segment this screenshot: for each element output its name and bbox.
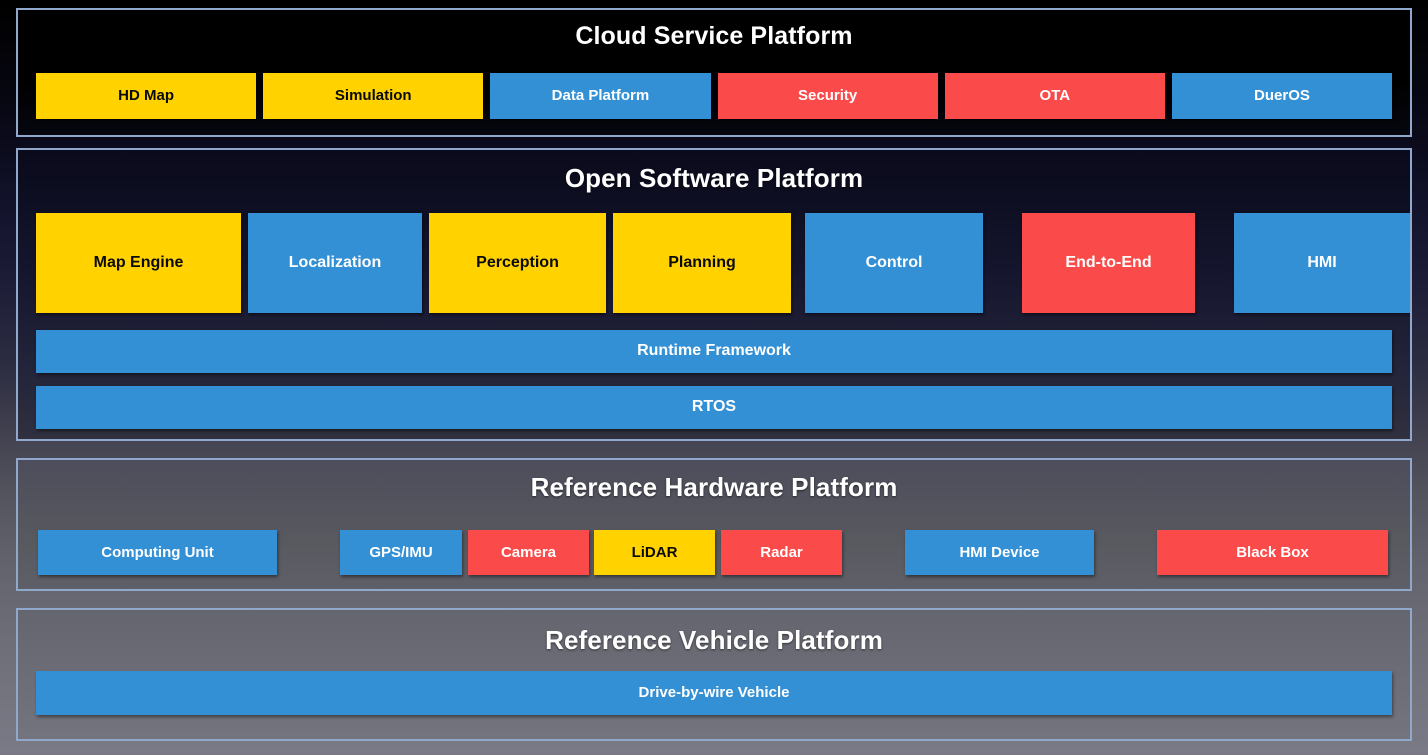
hardware-block-black-box[interactable]: Black Box: [1157, 530, 1388, 575]
cloud-block-security[interactable]: Security: [717, 73, 938, 119]
layer-title-hardware: Reference Hardware Platform: [530, 472, 898, 502]
hardware-block-radar[interactable]: Radar: [721, 530, 842, 575]
hardware-block-lidar[interactable]: LiDAR: [594, 530, 715, 575]
layer-cloud-service-platform: Cloud Service Platform HD Map Simulation…: [16, 8, 1412, 137]
layer-title-software: Open Software Platform: [564, 163, 864, 193]
cloud-block-row: HD Map Simulation Data Platform Security…: [36, 73, 1393, 119]
layer-title-cloud: Cloud Service Platform: [575, 22, 853, 50]
cloud-block-dueros[interactable]: DuerOS: [1171, 73, 1393, 119]
cloud-block-data-platform[interactable]: Data Platform: [490, 73, 711, 119]
cloud-block-hd-map[interactable]: HD Map: [36, 73, 257, 119]
cloud-block-simulation[interactable]: Simulation: [263, 73, 484, 119]
hardware-block-computing-unit[interactable]: Computing Unit: [38, 530, 277, 575]
software-block-hmi[interactable]: HMI: [1234, 213, 1410, 313]
software-bar-runtime-framework[interactable]: Runtime Framework: [36, 330, 1392, 373]
hardware-block-row: Computing Unit GPS/IMU Camera LiDAR Rada…: [36, 530, 1392, 575]
layer-open-software-platform: Open Software Platform Map Engine Locali…: [16, 148, 1412, 441]
vehicle-block-drive-by-wire-vehicle[interactable]: Drive-by-wire Vehicle: [36, 671, 1392, 715]
software-block-perception[interactable]: Perception: [429, 213, 606, 313]
hardware-block-camera[interactable]: Camera: [468, 530, 589, 575]
software-block-planning[interactable]: Planning: [613, 213, 791, 313]
software-bar-rtos[interactable]: RTOS: [36, 386, 1392, 429]
hardware-block-hmi-device[interactable]: HMI Device: [905, 530, 1094, 575]
layer-reference-vehicle-platform: Reference Vehicle Platform Drive-by-wire…: [16, 608, 1412, 741]
layer-reference-hardware-platform: Reference Hardware Platform Computing Un…: [16, 458, 1412, 591]
software-module-row: Map Engine Localization Perception Plann…: [36, 213, 1410, 313]
software-block-map-engine[interactable]: Map Engine: [36, 213, 241, 313]
hardware-block-gps-imu[interactable]: GPS/IMU: [340, 530, 462, 575]
layer-title-vehicle: Reference Vehicle Platform: [545, 625, 883, 655]
software-block-control[interactable]: Control: [805, 213, 983, 313]
software-block-localization[interactable]: Localization: [248, 213, 422, 313]
software-block-end-to-end[interactable]: End-to-End: [1022, 213, 1195, 313]
cloud-block-ota[interactable]: OTA: [944, 73, 1165, 119]
